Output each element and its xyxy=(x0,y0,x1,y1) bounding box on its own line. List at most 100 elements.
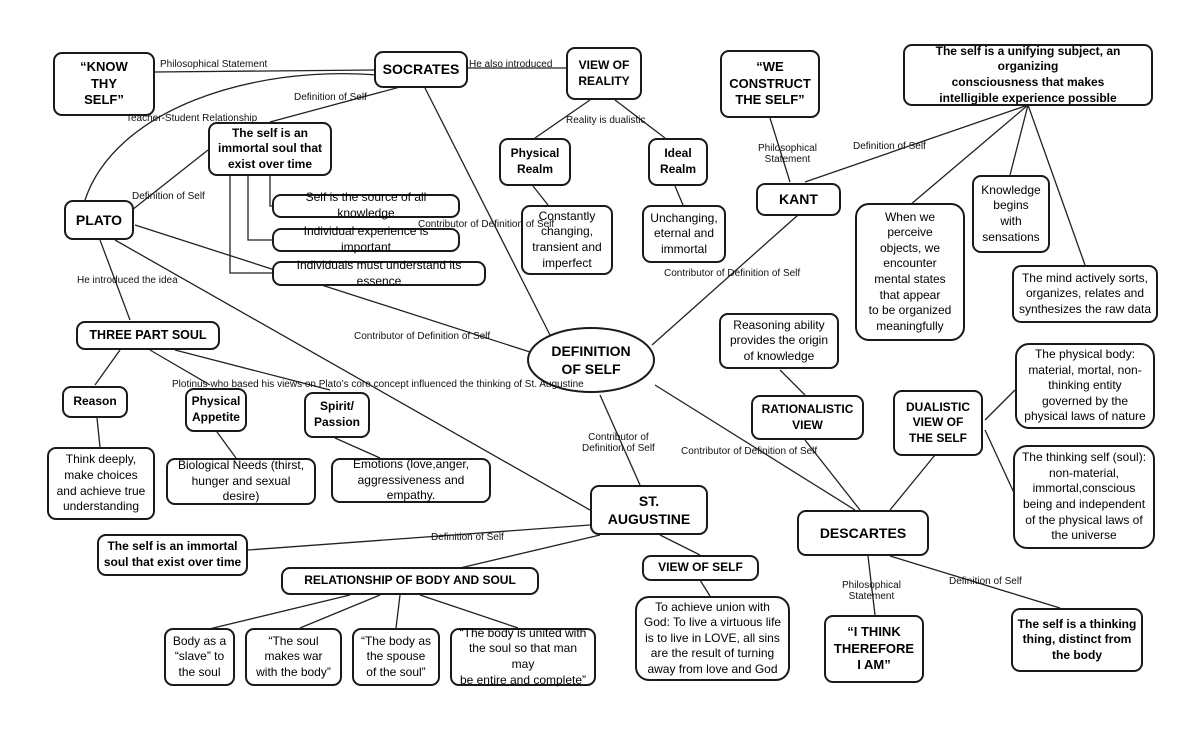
connector-reason-think xyxy=(96,417,101,448)
connector-rel-united xyxy=(419,594,519,629)
perceive-objects-node: When we perceive objects, we encounter m… xyxy=(855,203,965,341)
physical-appetite-node[interactable]: Physical Appetite xyxy=(185,388,247,432)
label-reality-dualistic: Reality is dualistic xyxy=(566,115,646,126)
label-he-also-introduced: He also introduced xyxy=(469,59,553,70)
connector-bracket-2 xyxy=(247,175,272,241)
rationalistic-view-node[interactable]: RATIONALISTIC VIEW xyxy=(751,395,864,440)
connector-plato-augustine xyxy=(114,239,591,511)
three-part-soul-node[interactable]: THREE PART SOUL xyxy=(76,321,220,350)
to-achieve-union-node: To achieve union with God: To live a vir… xyxy=(635,596,790,681)
body-spouse-node: “The body as the spouse of the soul” xyxy=(352,628,440,686)
knowledge-sensations-node: Knowledge begins with sensations xyxy=(972,175,1050,253)
emotions-node: Emotions (love,anger, aggressiveness and… xyxy=(331,457,491,503)
view-of-self-node[interactable]: VIEW OF SELF xyxy=(642,555,759,581)
connector-kant-unifying xyxy=(804,104,1029,183)
connector-socrates-plato xyxy=(84,72,379,201)
connector-ideal-unchanging xyxy=(674,185,684,206)
immortal-soul-socrates-node: The self is an immortal soul that exist … xyxy=(208,122,332,176)
label-definition-of-self-socrates: Definition of Self xyxy=(294,92,367,103)
body-united-node: “The body is united with the soul so tha… xyxy=(450,626,596,687)
definition-of-self-node[interactable]: DEFINITION OF SELF xyxy=(551,342,631,377)
definition-of-self-ellipse xyxy=(527,327,655,393)
label-philosophical-statement: Philosophical Statement xyxy=(160,59,268,70)
unchanging-node: Unchanging, eternal and immortal xyxy=(642,205,726,263)
immortal-soul-augustine-node: The self is an immortal soul that exist … xyxy=(97,534,248,576)
thinking-thing-node: The self is a thinking thing, distinct f… xyxy=(1011,608,1143,672)
label-contributor-augustine: Contributor of Definition of Self xyxy=(582,432,655,454)
socrates-node[interactable]: SOCRATES xyxy=(374,51,468,88)
connector-dualistic-thinking xyxy=(984,429,1016,496)
label-contributor-kant: Contributor of Definition of Self xyxy=(664,268,801,279)
connector-bracket-3 xyxy=(229,175,272,274)
label-he-introduced-idea: He introduced the idea xyxy=(77,275,178,286)
reasoning-ability-node: Reasoning ability provides the origin of… xyxy=(719,313,839,369)
understand-essence-node: Individuals must understand its essence xyxy=(272,258,486,288)
connector-appetite-needs xyxy=(216,431,237,459)
connector-descartes-thinking-thing xyxy=(889,555,1061,609)
reason-node[interactable]: Reason xyxy=(62,386,128,418)
connector-physical-changing xyxy=(532,185,549,206)
i-think-node: “I THINK THEREFORE I AM” xyxy=(824,615,924,683)
soul-makes-war-node: “The soul makes war with the body” xyxy=(245,628,342,686)
connector-socrates-definition xyxy=(424,87,551,336)
label-definition-of-self-augustine: Definition of Self xyxy=(431,532,504,543)
connector-socrates-immortal-soul xyxy=(269,86,401,123)
plato-node[interactable]: PLATO xyxy=(64,200,134,240)
connector-augustine-view xyxy=(659,534,701,556)
we-construct-node: “WE CONSTRUCT THE SELF” xyxy=(720,50,820,118)
label-teacher-student: Teacher-Student Relationship xyxy=(126,113,258,124)
connector-definition-augustine xyxy=(599,394,641,486)
connector-kant-definition xyxy=(651,214,799,346)
view-of-reality-node[interactable]: VIEW OF REALITY xyxy=(566,47,642,100)
connector-spirit-emotions xyxy=(334,437,381,459)
constantly-changing-node: Constantly changing, transient and imper… xyxy=(521,205,613,275)
label-definition-of-self-kant: Definition of Self xyxy=(853,141,926,152)
connector-reality-ideal xyxy=(614,99,666,139)
kant-node[interactable]: KANT xyxy=(756,183,841,216)
unifying-subject-node: The self is a unifying subject, an organ… xyxy=(903,44,1153,106)
connector-rel-spouse xyxy=(395,594,401,629)
relationship-body-soul-node[interactable]: RELATIONSHIP OF BODY AND SOUL xyxy=(281,567,539,595)
body-slave-node: Body as a “slave” to the soul xyxy=(164,628,235,686)
connector-dualistic-physical xyxy=(984,389,1016,421)
connector-soul-reason xyxy=(94,349,121,386)
connector-rationalistic-descartes xyxy=(804,439,861,511)
label-contributor-plato: Contributor of Definition of Self xyxy=(354,331,491,342)
connector-augustine-immortal-soul xyxy=(247,524,591,551)
dualistic-view-node[interactable]: DUALISTIC VIEW OF THE SELF xyxy=(893,390,983,456)
physical-body-node: The physical body: material, mortal, non… xyxy=(1015,343,1155,429)
connector-soul-spirit xyxy=(174,349,331,391)
label-contributor-descartes: Contributor of Definition of Self xyxy=(681,446,818,457)
connector-soul-appetite xyxy=(149,349,211,386)
connector-plato-immortal-soul xyxy=(131,149,209,211)
connector-bracket-1 xyxy=(269,175,272,207)
label-definition-of-self-plato: Definition of Self xyxy=(132,191,205,202)
connector-plato-definition xyxy=(134,224,531,353)
source-knowledge-node: Self is the source of all knowledge xyxy=(272,190,460,220)
connector-unifying-mind xyxy=(1027,104,1086,266)
label-definition-of-self-descartes: Definition of Self xyxy=(949,576,1022,587)
connector-descartes-i-think xyxy=(867,555,876,616)
label-philosophical-statement-descartes: Philosophical Statement xyxy=(842,580,901,602)
spirit-passion-node[interactable]: Spirit/ Passion xyxy=(304,392,370,438)
individual-experience-node: Individual experience is important xyxy=(272,224,460,254)
descartes-node[interactable]: DESCARTES xyxy=(797,510,929,556)
connector-augustine-relationship xyxy=(459,534,601,569)
know-thy-self-node: “KNOW THY SELF” xyxy=(53,52,155,116)
mind-sorts-node: The mind actively sorts, organizes, rela… xyxy=(1012,265,1158,323)
connector-unifying-knowledge xyxy=(1009,104,1029,176)
ideal-realm-node[interactable]: Ideal Realm xyxy=(648,138,708,186)
connector-reasoning-rationalistic xyxy=(779,369,806,396)
connector-kant-construct xyxy=(769,117,791,183)
connector-rel-slave xyxy=(204,594,351,631)
connector-unifying-perceive xyxy=(909,104,1029,206)
connector-plato-three-part-soul xyxy=(99,239,131,321)
connector-rel-war xyxy=(299,594,381,629)
thinking-self-node: The thinking self (soul): non-material, … xyxy=(1013,445,1155,549)
connector-dualistic-descartes xyxy=(889,454,936,511)
label-plotinus: Plotinus who based his views on Plato’s … xyxy=(172,379,584,390)
connector-definition-descartes xyxy=(654,384,856,511)
connector-reality-physical xyxy=(534,99,591,139)
st-augustine-node[interactable]: ST. AUGUSTINE xyxy=(590,485,708,535)
physical-realm-node[interactable]: Physical Realm xyxy=(499,138,571,186)
